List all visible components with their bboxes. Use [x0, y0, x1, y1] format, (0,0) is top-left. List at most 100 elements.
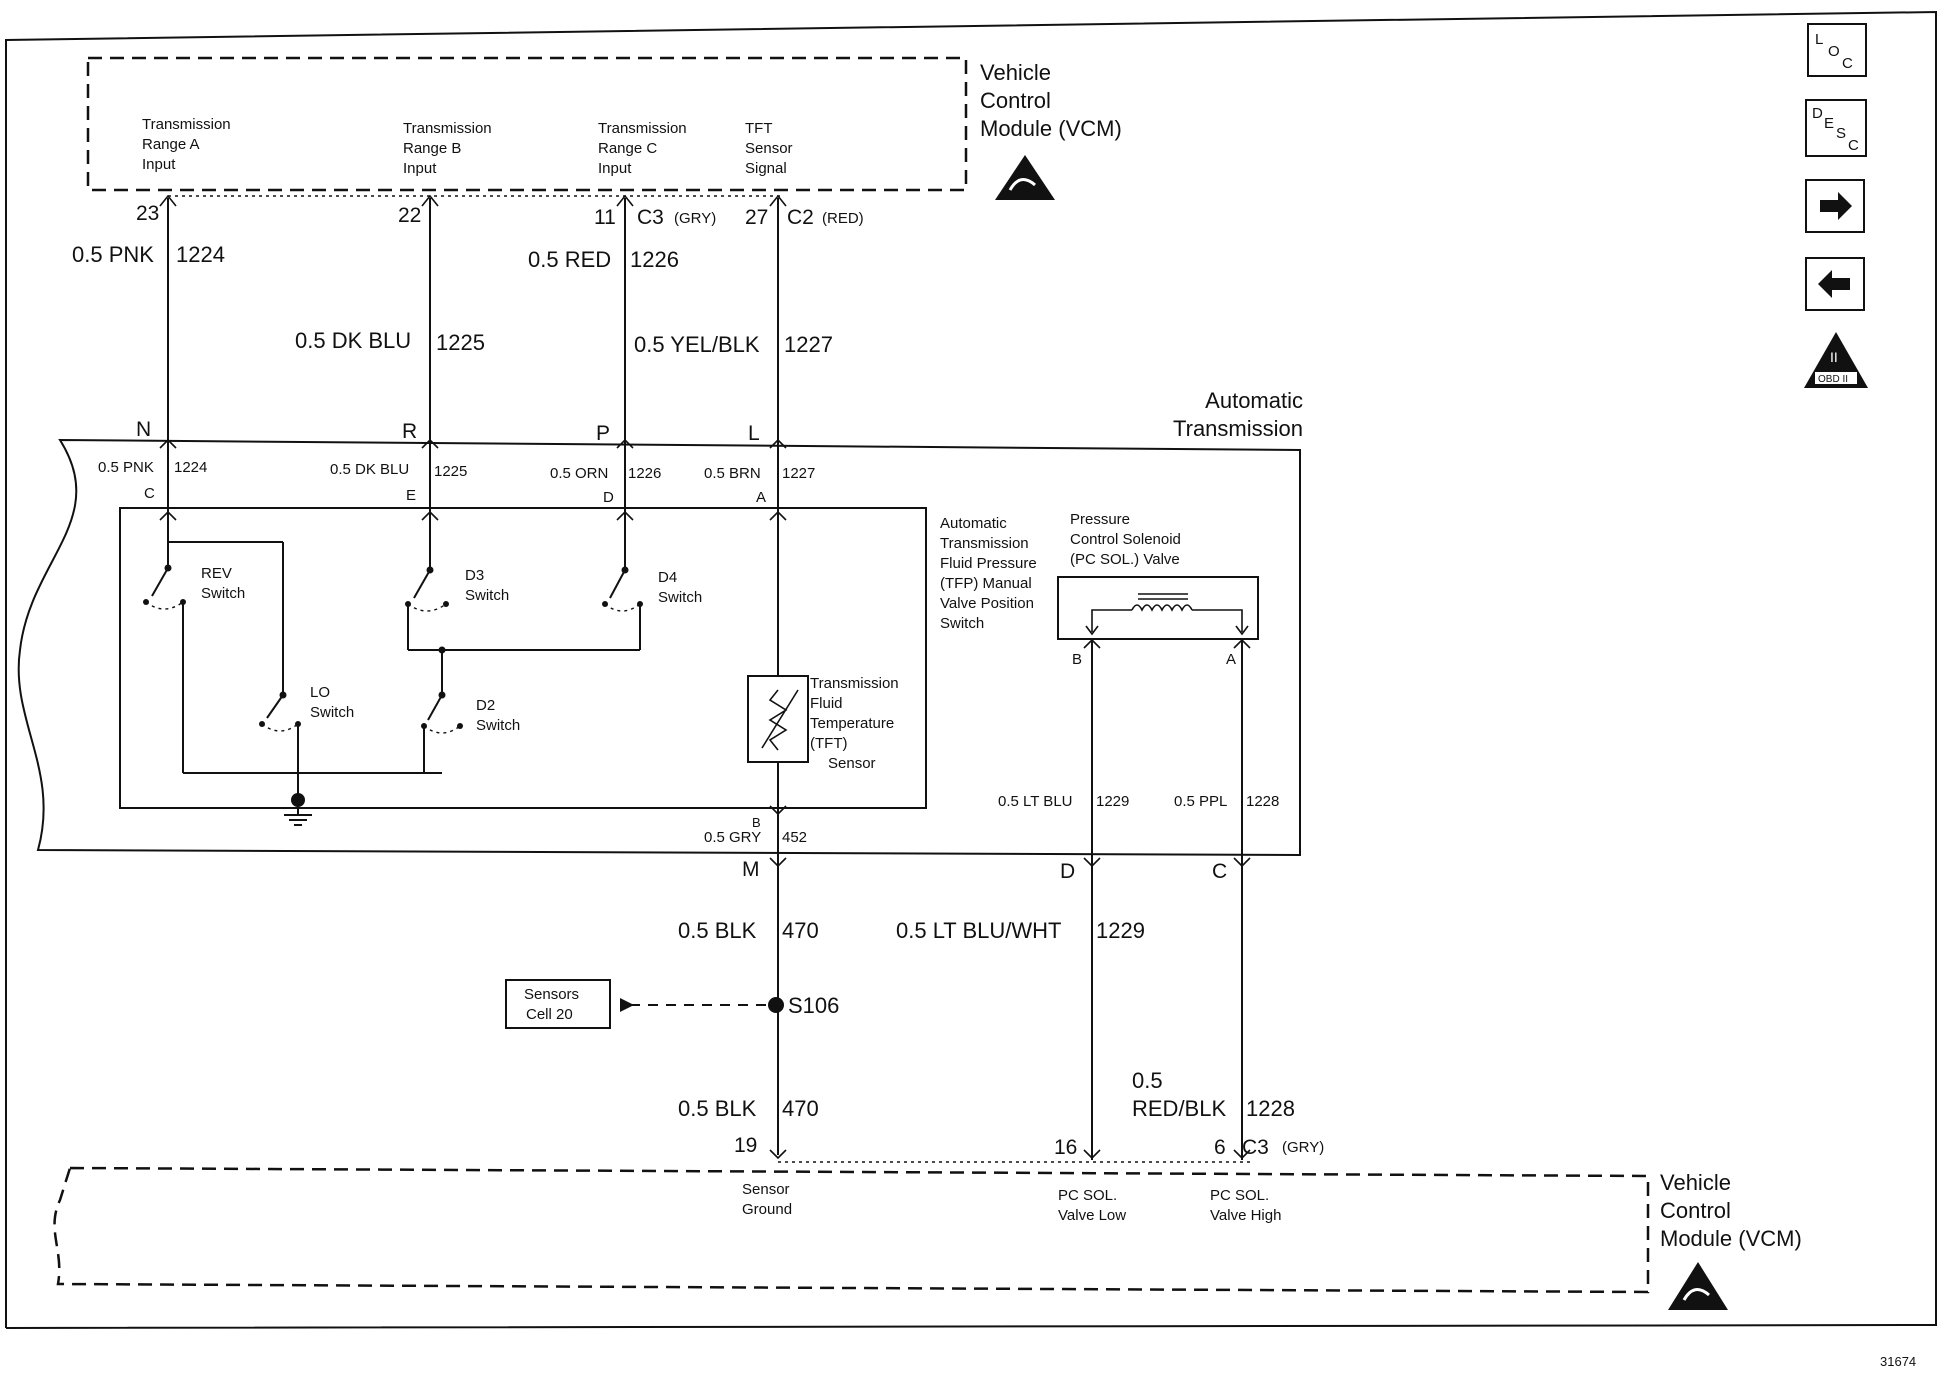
obd-ii-icon[interactable]: II OBD II: [1804, 332, 1868, 388]
svg-text:1226: 1226: [628, 465, 661, 482]
svg-text:Temperature: Temperature: [810, 715, 894, 732]
svg-text:B: B: [752, 815, 761, 830]
svg-text:0.5 BLK: 0.5 BLK: [678, 918, 757, 943]
svg-text:0.5 DK BLU: 0.5 DK BLU: [330, 461, 409, 478]
svg-text:1229: 1229: [1096, 793, 1129, 810]
svg-text:0.5 PNK: 0.5 PNK: [98, 459, 154, 476]
svg-text:Input: Input: [598, 160, 632, 177]
svg-text:C: C: [144, 485, 155, 502]
vcm-bottom-box: [53, 1166, 1650, 1294]
svg-text:(PC SOL.) Valve: (PC SOL.) Valve: [1070, 551, 1180, 568]
svg-text:Switch: Switch: [201, 585, 245, 602]
inner-wire-labels: 0.5 PNK 1224 0.5 DK BLU 1225 0.5 ORN 122…: [98, 459, 815, 482]
next-arrow-icon[interactable]: [1805, 179, 1865, 233]
svg-text:Control Solenoid: Control Solenoid: [1070, 531, 1181, 548]
svg-text:L: L: [748, 422, 760, 445]
loc-button[interactable]: L O C: [1807, 23, 1867, 77]
svg-text:0.5 LT BLU: 0.5 LT BLU: [998, 793, 1073, 810]
svg-text:0.5 BRN: 0.5 BRN: [704, 465, 761, 482]
transmission-bottom-pins: M D C: [742, 858, 1227, 883]
esd-warning-icon: [995, 155, 1055, 200]
svg-text:Switch: Switch: [476, 717, 520, 734]
svg-text:(TFP) Manual: (TFP) Manual: [940, 575, 1032, 592]
svg-text:16: 16: [1054, 1136, 1077, 1159]
svg-text:1224: 1224: [176, 242, 225, 267]
inner-pin-arrows: [159, 510, 787, 521]
svg-text:11: 11: [594, 206, 616, 229]
svg-text:Vehicle: Vehicle: [980, 60, 1051, 85]
svg-text:Sensor: Sensor: [828, 755, 876, 772]
tft-ground-pin: B 0.5 GRY 452: [704, 814, 807, 860]
svg-text:Signal: Signal: [745, 160, 787, 177]
tft-sensor-label: Transmission Fluid Temperature (TFT) Sen…: [810, 675, 899, 772]
svg-text:PC SOL.: PC SOL.: [1210, 1187, 1269, 1204]
svg-text:D: D: [1060, 860, 1075, 883]
svg-text:A: A: [756, 489, 766, 506]
svg-text:Range B: Range B: [403, 140, 461, 157]
svg-text:Sensor: Sensor: [745, 140, 793, 157]
splice-s106: S106: [620, 993, 839, 1018]
svg-text:27: 27: [745, 206, 768, 229]
svg-text:C3: C3: [637, 206, 664, 229]
svg-text:0.5 BLK: 0.5 BLK: [678, 1096, 757, 1121]
svg-text:II: II: [1830, 349, 1838, 365]
svg-text:(GRY): (GRY): [674, 210, 716, 227]
svg-text:Transmission: Transmission: [403, 120, 492, 137]
svg-text:E: E: [406, 487, 416, 504]
svg-text:Transmission: Transmission: [142, 116, 231, 133]
svg-text:Transmission: Transmission: [598, 120, 687, 137]
svg-text:Switch: Switch: [940, 615, 984, 632]
svg-text:S106: S106: [788, 993, 839, 1018]
svg-text:452: 452: [782, 829, 807, 846]
svg-text:B: B: [1072, 651, 1082, 668]
svg-text:470: 470: [782, 918, 819, 943]
svg-text:C3: C3: [1242, 1136, 1269, 1159]
svg-text:0.5 GRY: 0.5 GRY: [704, 829, 761, 846]
ground-icon: [284, 793, 312, 826]
svg-text:Valve Low: Valve Low: [1058, 1207, 1126, 1224]
svg-text:Module (VCM): Module (VCM): [1660, 1226, 1802, 1251]
svg-text:22: 22: [398, 204, 421, 227]
svg-text:Valve High: Valve High: [1210, 1207, 1281, 1224]
bottom-wire-labels: 0.5 BLK 470 0.5 LT BLU/WHT 1229 0.5 BLK …: [678, 918, 1295, 1121]
d2-switch-label: D2 Switch: [476, 697, 520, 734]
svg-text:0.5 DK BLU: 0.5 DK BLU: [295, 328, 411, 353]
svg-text:1228: 1228: [1246, 793, 1279, 810]
svg-text:0.5 ORN: 0.5 ORN: [550, 465, 608, 482]
svg-text:Cell 20: Cell 20: [526, 1006, 573, 1023]
solenoid-wire-labels: 0.5 LT BLU 1229 0.5 PPL 1228: [998, 793, 1279, 810]
svg-text:Automatic: Automatic: [1205, 388, 1303, 413]
svg-text:0.5 PNK: 0.5 PNK: [72, 242, 154, 267]
svg-text:O: O: [1828, 43, 1840, 60]
svg-text:C2: C2: [787, 206, 814, 229]
lo-switch-label: LO Switch: [310, 684, 354, 721]
esd-warning-icon-bottom: [1668, 1262, 1728, 1310]
svg-text:M: M: [742, 858, 760, 881]
transmission-housing: [17, 438, 1301, 857]
svg-text:LO: LO: [310, 684, 330, 701]
svg-text:P: P: [596, 422, 610, 445]
tft-sensor: [747, 512, 809, 816]
rev-switch-label: REV Switch: [201, 565, 245, 602]
svg-text:L: L: [1815, 31, 1823, 48]
pc-solenoid-pins: B A: [1072, 651, 1236, 668]
prev-arrow-icon[interactable]: [1805, 257, 1865, 311]
svg-text:Fluid: Fluid: [810, 695, 843, 712]
svg-text:TFT: TFT: [745, 120, 773, 137]
transmission-title: Automatic Transmission: [1173, 388, 1303, 441]
vcm-top-pins: 23 22 11 C3 (GRY) 27 C2 (RED): [136, 202, 864, 229]
d3-switch-label: D3 Switch: [465, 567, 509, 604]
svg-text:6: 6: [1214, 1136, 1226, 1159]
svg-text:1224: 1224: [174, 459, 207, 476]
svg-text:Input: Input: [403, 160, 437, 177]
tfp-switch-box: [119, 507, 927, 809]
desc-button[interactable]: D E S C: [1805, 99, 1867, 157]
svg-text:1226: 1226: [630, 247, 679, 272]
transmission-pins: N R P L: [136, 418, 760, 445]
sensors-cell-reference: Sensors Cell 20: [505, 979, 611, 1029]
svg-text:Transmission: Transmission: [1173, 416, 1303, 441]
rev-lo-switch-circuit: [143, 512, 442, 800]
svg-text:Fluid Pressure: Fluid Pressure: [940, 555, 1037, 572]
svg-text:D: D: [1812, 105, 1823, 122]
vcm-bottom-labels: Sensor Ground PC SOL. Valve Low PC SOL. …: [742, 1181, 1281, 1224]
